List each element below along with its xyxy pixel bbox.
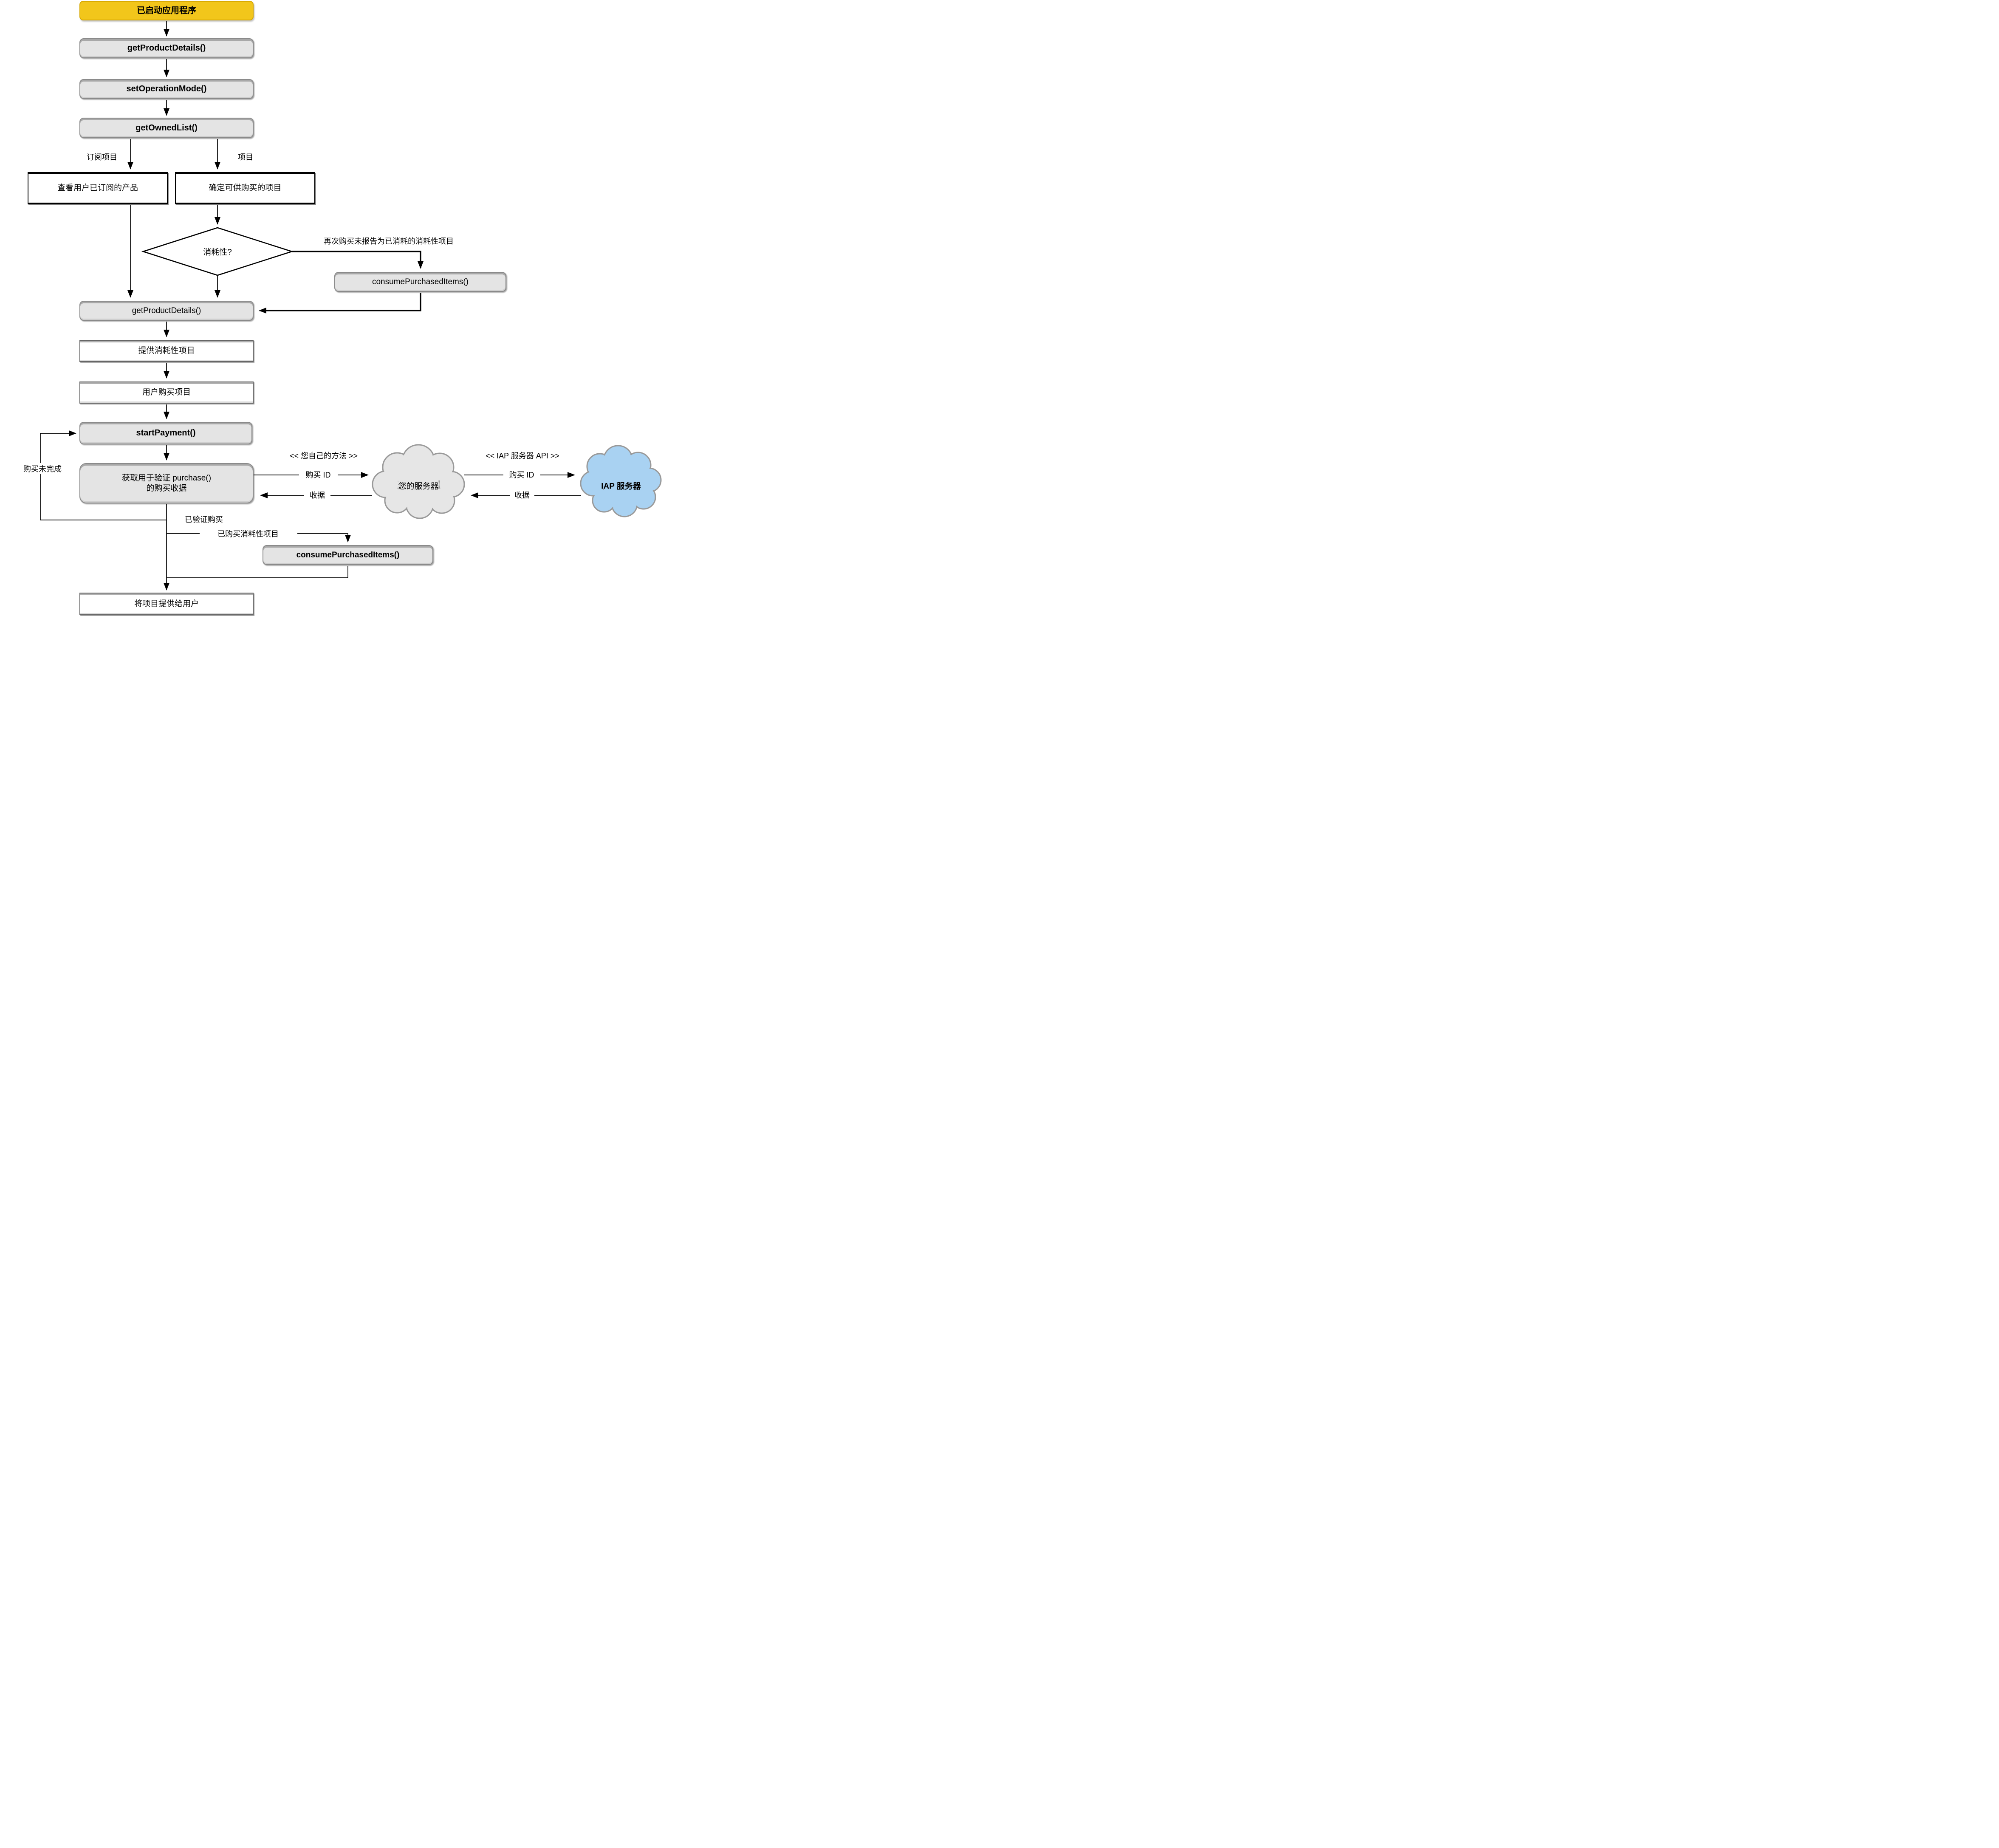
your-server-cloud-fill	[373, 446, 463, 517]
node-get-product-details-1: getProductDetails()	[79, 38, 254, 58]
node-determine-purchasable-items: 确定可供购买的项目	[175, 172, 315, 204]
node-set-operation-mode: setOperationMode()	[79, 79, 254, 99]
node-provide-item-to-user: 将项目提供给用户	[79, 593, 254, 615]
node-offer-consumables: 提供消耗性项目	[79, 340, 254, 362]
edge-label-subscription-items: 订阅项目	[87, 153, 117, 161]
edge-label-iap-server-api: << IAP 服务器 API >>	[486, 452, 559, 460]
node-get-purchase-receipt: 获取用于验证 purchase() 的购买收据	[79, 463, 254, 503]
consumable-decision-label: 消耗性?	[203, 248, 232, 257]
iap-server-cloud-fill	[582, 446, 660, 516]
edge-label-your-own-method: << 您自己的方法 >>	[289, 452, 358, 460]
thick-arrows	[259, 251, 424, 314]
flowchart-canvas: 已启动应用程序 getProductDetails() setOperation…	[0, 0, 666, 616]
edge-label-purchase-id-2: 购买 ID	[509, 471, 534, 479]
get-purchase-receipt-line2: 的购买收据	[146, 483, 187, 493]
edge-label-receipt-1: 收据	[310, 491, 325, 500]
node-consume-purchased-items-1: consumePurchasedItems()	[334, 272, 506, 292]
node-app-started: 已启动应用程序	[79, 1, 254, 20]
edge-label-purchase-incomplete: 购买未完成	[22, 463, 63, 474]
edge-label-items: 项目	[238, 153, 253, 161]
iap-server-label: IAP 服务器	[601, 482, 641, 491]
edge-consume1-to-getproductdetails2	[259, 293, 421, 314]
edge-label-rebuy-unconsumed: 再次购买未报告为已消耗的消耗性项目	[324, 237, 454, 246]
edge-label-consumable-purchased: 已购买消耗性项目	[217, 530, 279, 538]
edge-purchase-incomplete-loop	[40, 430, 167, 520]
consumable-decision-diamond	[141, 227, 294, 276]
flow-connectors	[40, 21, 662, 591]
thin-arrows	[40, 21, 581, 591]
edge-consumable-branch-right	[297, 533, 351, 543]
node-user-purchases-item: 用户购买项目	[79, 381, 254, 404]
edge-label-receipt-2: 收据	[514, 491, 530, 500]
node-start-payment: startPayment()	[79, 422, 252, 444]
node-consume-purchased-items-2: consumePurchasedItems()	[263, 545, 433, 565]
edge-diamond-to-consume1	[292, 251, 424, 269]
node-view-subscribed-products: 查看用户已订阅的产品	[28, 172, 168, 204]
edge-label-purchase-verified: 已验证购买	[185, 515, 223, 524]
node-get-product-details-2: getProductDetails()	[79, 301, 254, 321]
your-server-label: 您的服务器	[398, 482, 439, 491]
node-get-owned-list: getOwnedList()	[79, 118, 254, 138]
edge-label-purchase-id-1: 购买 ID	[305, 471, 331, 479]
edge-consume2-return	[167, 566, 348, 578]
get-purchase-receipt-line1: 获取用于验证 purchase()	[121, 473, 212, 483]
